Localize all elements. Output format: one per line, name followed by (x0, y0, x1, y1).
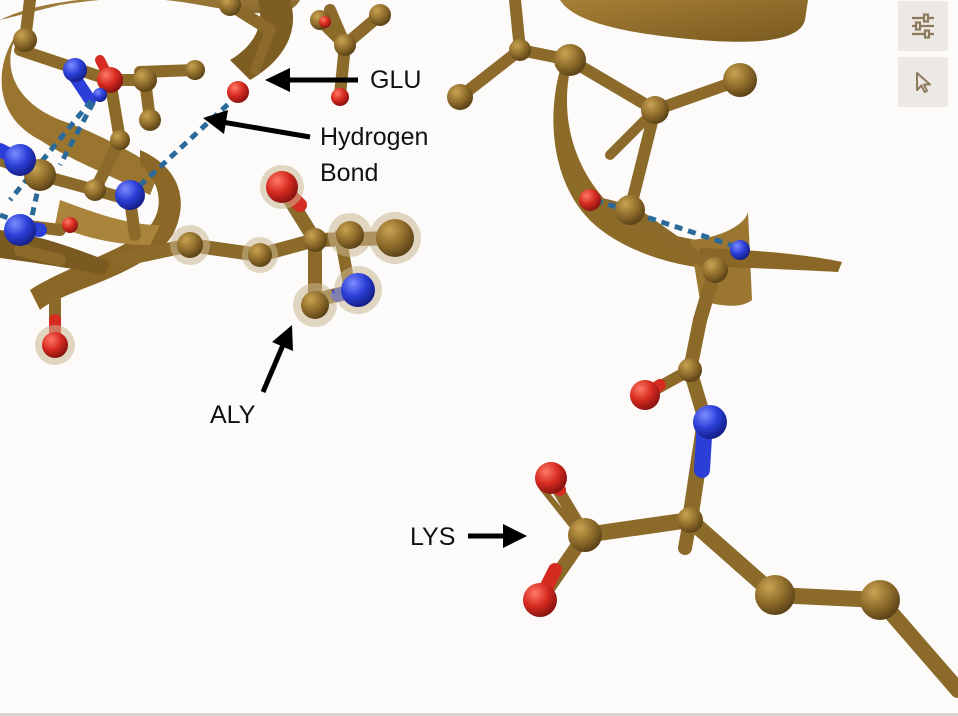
aly-arrow (260, 325, 293, 393)
sliders-icon (912, 13, 934, 39)
hbond-glu-aly (133, 93, 240, 192)
lys-arrow (468, 524, 527, 548)
bonds (0, 0, 958, 698)
select-mode-button[interactable] (898, 57, 948, 107)
glu-oxygen-atom (227, 81, 249, 103)
viewer-bottom-border (0, 713, 958, 716)
glu-arrow (265, 68, 358, 92)
annotation-arrows (203, 68, 527, 548)
hydrogen-bond-label-line1: Hydrogen (320, 123, 429, 151)
aly-label: ALY (210, 401, 256, 429)
cursor-arrow-icon (916, 72, 931, 93)
settings-button[interactable] (898, 1, 948, 51)
hydrogen-bond-label-line2: Bond (320, 159, 379, 187)
carbon-atoms (13, 0, 900, 620)
hydrogen-bond-arrow (203, 110, 311, 140)
oxygen-atoms (42, 16, 660, 617)
glu-label: GLU (370, 66, 422, 94)
lys-label: LYS (410, 523, 456, 551)
nitrogen-atoms (4, 58, 750, 439)
